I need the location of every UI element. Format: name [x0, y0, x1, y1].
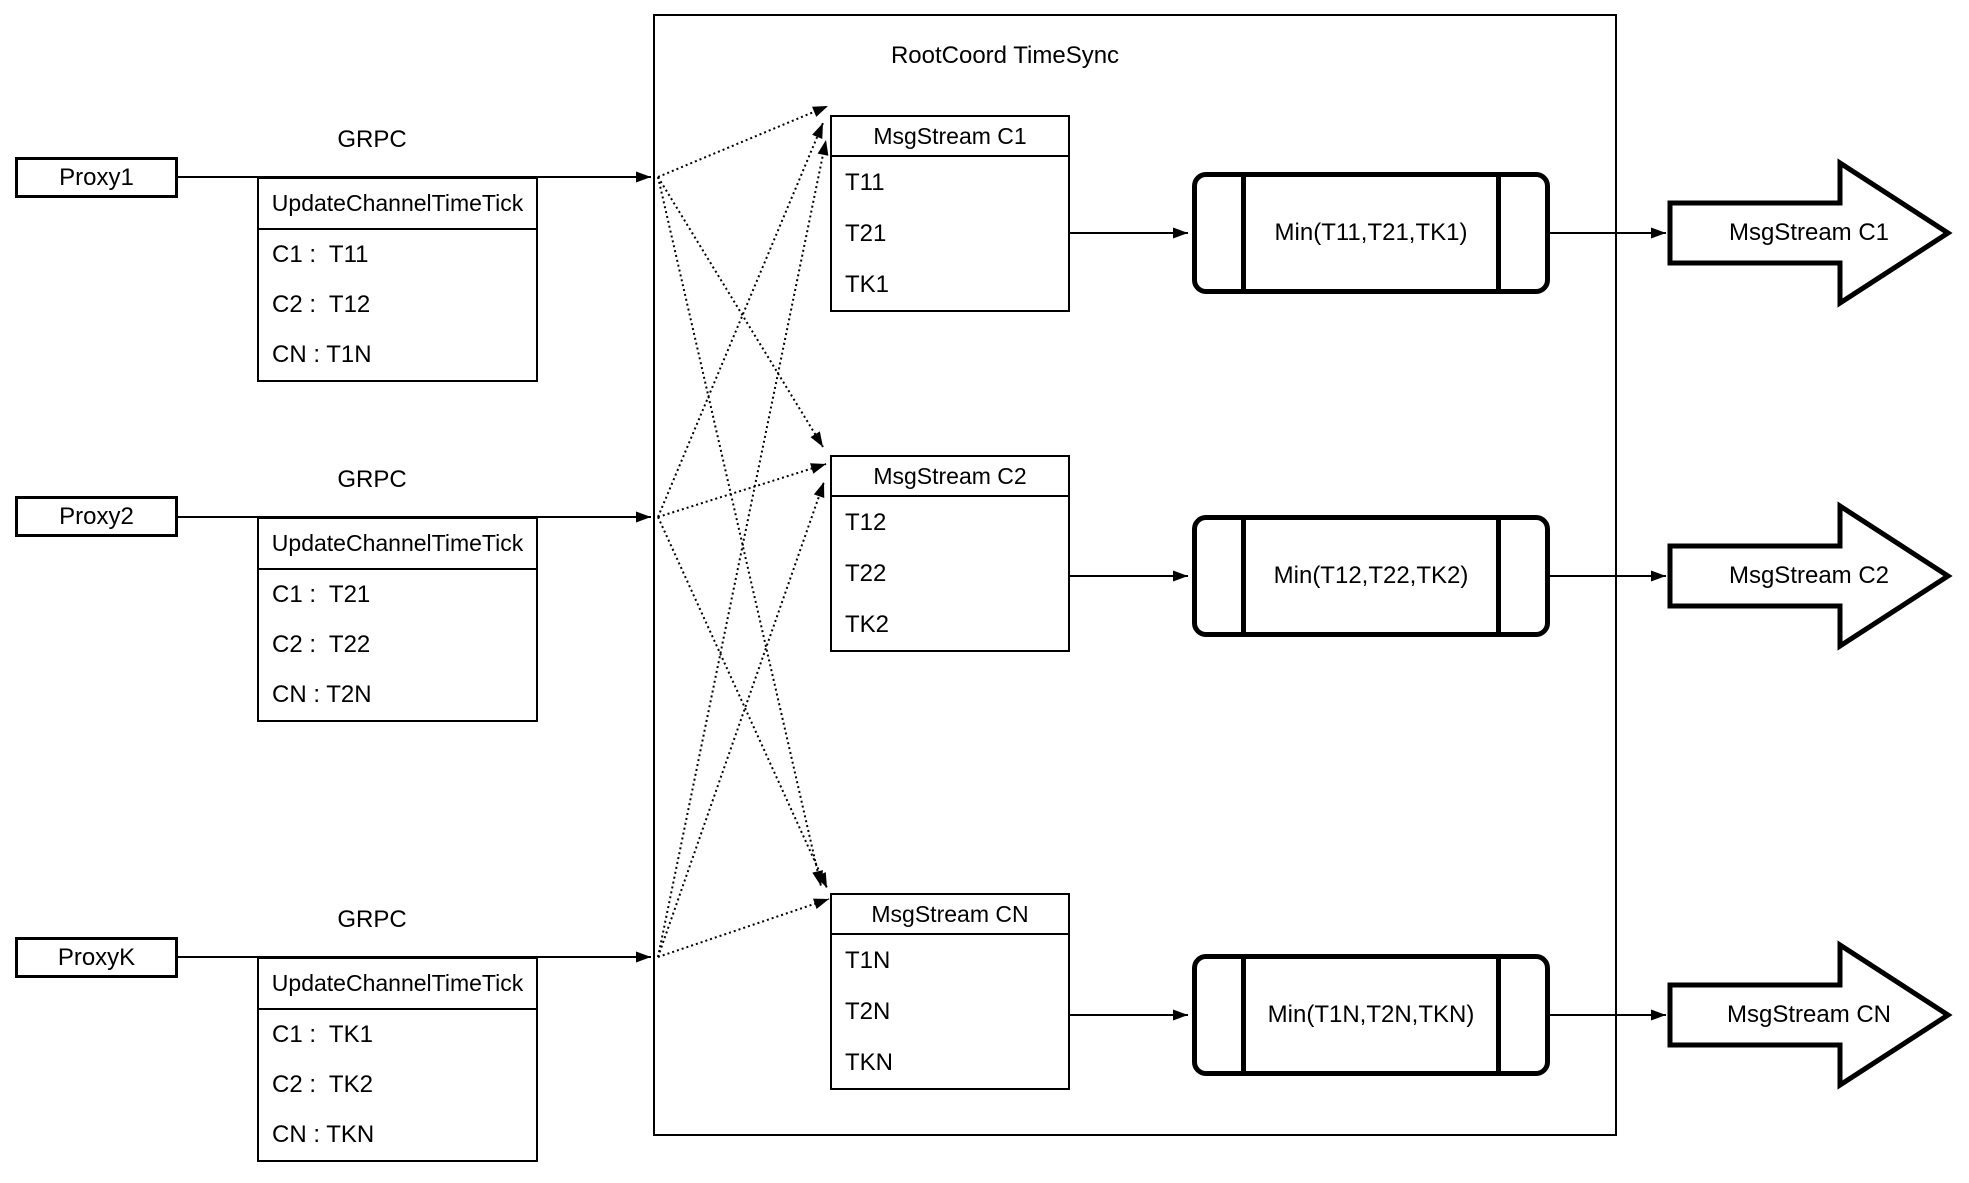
grpc-label-2: GRPC	[337, 466, 407, 493]
table-row: CN : T2N	[272, 681, 372, 708]
timetick-table-1: UpdateChannelTimeTick C1 : T11 C2 : T12 …	[257, 177, 538, 382]
table-row: C1 : TK1	[272, 1021, 373, 1048]
table-row: TK2	[845, 610, 890, 638]
proxy2-label: Proxy2	[59, 502, 134, 530]
output-arrow-cn	[1667, 940, 1953, 1090]
output-arrow-c2	[1667, 501, 1953, 651]
min-box-divider	[1241, 959, 1246, 1071]
stream-to-min-connectors	[1070, 227, 1188, 1021]
output-arrow-label-cn: MsgStream CN	[1726, 1001, 1892, 1028]
table-row: TK1	[845, 270, 890, 298]
min-box-c2: Min(T12,T22,TK2)	[1192, 515, 1550, 637]
min-box-divider	[1496, 177, 1501, 289]
msgstream-table-c1-header: MsgStream C1	[832, 117, 1068, 157]
table-row: T1N	[845, 946, 891, 974]
min-label-c2: Min(T12,T22,TK2)	[1273, 562, 1469, 589]
proxy1-box: Proxy1	[15, 157, 178, 198]
msgstream-table-cn: MsgStream CN T1N T2N TKN	[830, 893, 1070, 1090]
grpc-label-3: GRPC	[337, 906, 407, 933]
table-row: C2 : TK2	[272, 1071, 373, 1098]
timetick-table-2: UpdateChannelTimeTick C1 : T21 C2 : T22 …	[257, 517, 538, 722]
output-arrow-label-c2: MsgStream C2	[1728, 562, 1890, 589]
table-row: TKN	[845, 1048, 893, 1076]
proxyk-label: ProxyK	[57, 943, 136, 971]
table-row: CN : T1N	[272, 341, 372, 368]
table-row: C2 : T12	[272, 291, 371, 318]
proxy2-box: Proxy2	[15, 496, 178, 537]
output-arrow-label-c1: MsgStream C1	[1728, 219, 1890, 246]
min-box-cn: Min(T1N,T2N,TKN)	[1192, 954, 1550, 1076]
rootcoord-title: RootCoord TimeSync	[890, 42, 1120, 69]
msgstream-table-cn-header: MsgStream CN	[832, 895, 1068, 935]
table-row: T2N	[845, 997, 891, 1025]
timetick-table-1-header: UpdateChannelTimeTick	[259, 179, 536, 230]
min-box-divider	[1496, 959, 1501, 1071]
msgstream-table-c1: MsgStream C1 T11 T21 TK1	[830, 115, 1070, 312]
min-label-cn: Min(T1N,T2N,TKN)	[1267, 1001, 1475, 1028]
min-label-c1: Min(T11,T21,TK1)	[1274, 219, 1468, 246]
table-row: T22	[845, 559, 887, 587]
table-row: CN : TKN	[272, 1121, 375, 1148]
table-row: C1 : T21	[272, 581, 371, 608]
timetick-table-2-header: UpdateChannelTimeTick	[259, 519, 536, 570]
timesync-fanout-connectors	[657, 105, 830, 958]
min-box-divider	[1241, 520, 1246, 632]
min-box-divider	[1496, 520, 1501, 632]
grpc-label-1: GRPC	[337, 126, 407, 153]
output-block-arrows	[1667, 158, 1953, 1090]
proxy1-label: Proxy1	[59, 163, 134, 191]
table-row: T11	[845, 168, 885, 196]
proxyk-box: ProxyK	[15, 937, 178, 978]
min-to-output-connectors	[1550, 227, 1666, 1021]
table-row: T21	[845, 219, 887, 247]
table-row: C1 : T11	[272, 241, 369, 268]
table-row: T12	[845, 508, 887, 536]
output-arrow-c1	[1667, 158, 1953, 308]
timetick-table-3: UpdateChannelTimeTick C1 : TK1 C2 : TK2 …	[257, 957, 538, 1162]
msgstream-table-c2: MsgStream C2 T12 T22 TK2	[830, 455, 1070, 652]
timetick-table-3-header: UpdateChannelTimeTick	[259, 959, 536, 1010]
min-box-c1: Min(T11,T21,TK1)	[1192, 172, 1550, 294]
min-box-divider	[1241, 177, 1246, 289]
table-row: C2 : T22	[272, 631, 371, 658]
msgstream-table-c2-header: MsgStream C2	[832, 457, 1068, 497]
